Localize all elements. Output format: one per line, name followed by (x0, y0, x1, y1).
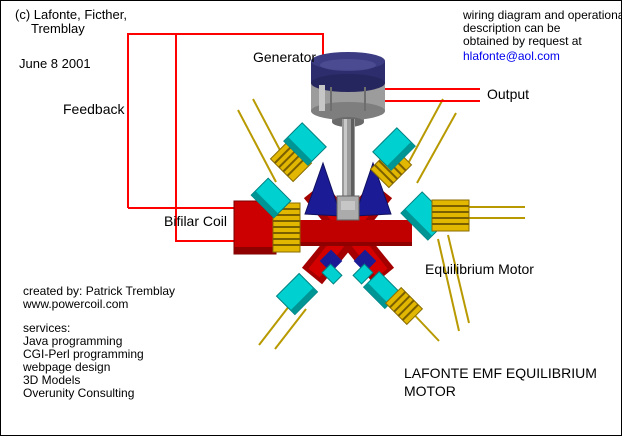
right-pole (400, 191, 470, 241)
service-item: 3D Models (23, 373, 81, 387)
website-label: www.powercoil.com (23, 297, 129, 311)
lower-left-pole (275, 272, 319, 316)
generator-label: Generator (253, 49, 317, 65)
date-label: June 8 2001 (19, 56, 91, 71)
note-line1: wiring diagram and operational (463, 8, 622, 22)
note-line3: obtained by request at (463, 34, 582, 48)
bifilar-coil-label: Bifilar Coil (164, 213, 228, 229)
inner-cyan-blocks (321, 263, 374, 285)
generator-unit (311, 52, 385, 221)
note-line2: description can be (463, 21, 561, 35)
drive-shaft (342, 119, 355, 215)
upper-right-pole (369, 127, 416, 189)
service-item: Overunity Consulting (23, 386, 135, 400)
service-item: CGI-Perl programming (23, 347, 144, 361)
created-by-label: created by: Patrick Tremblay (23, 284, 176, 298)
upper-left-pole (269, 122, 327, 183)
copyright-line2: Tremblay (31, 21, 85, 36)
shaft-coupling-hub (336, 195, 360, 221)
feedback-label: Feedback (63, 101, 125, 117)
email-link[interactable]: hlafonte@aol.com (463, 49, 560, 63)
services-heading: services: (23, 321, 71, 335)
feedback-wire-outer (127, 33, 324, 208)
output-label: Output (487, 86, 530, 102)
service-item: webpage design (23, 360, 111, 374)
left-cyan-block (250, 177, 292, 219)
copyright-line1: (c) Lafonte, Ficther, (15, 7, 127, 22)
circuit-wires (127, 33, 480, 242)
lower-right-pole (362, 270, 424, 326)
equilibrium-motor-label: Equilibrium Motor (425, 261, 534, 277)
feedback-wire-inner (175, 34, 234, 242)
service-item: Java programming (23, 334, 123, 348)
diagram-title-line2: MOTOR (404, 383, 456, 399)
diagram-title-line1: LAFONTE EMF EQUILIBRIUM (404, 365, 597, 381)
